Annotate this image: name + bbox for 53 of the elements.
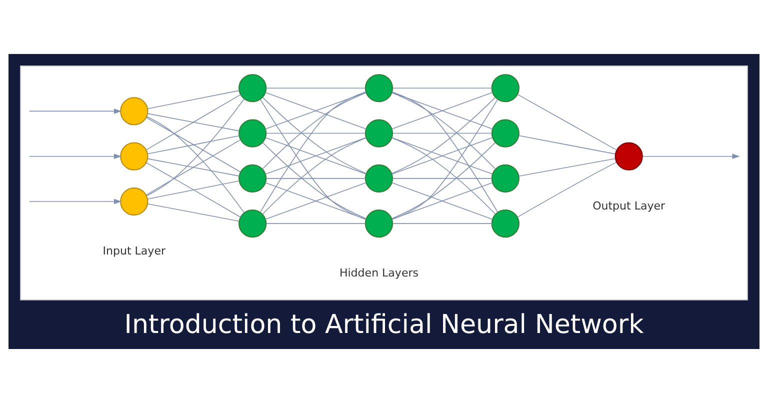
arrow [28, 198, 122, 204]
node-circle [238, 164, 267, 192]
node-circle [364, 118, 394, 147]
node-circle [491, 74, 520, 102]
connector [146, 138, 241, 195]
node-circle [120, 186, 148, 216]
connector [392, 92, 493, 129]
label: Input Layer [102, 244, 166, 257]
connector [392, 136, 493, 174]
node-circle [491, 164, 520, 192]
connector [147, 112, 240, 131]
connector [147, 180, 240, 199]
connector [518, 134, 616, 154]
node-circle [238, 74, 267, 102]
label: Hidden Layers [339, 266, 419, 280]
connector [265, 92, 366, 129]
connector [265, 136, 366, 174]
connector [518, 158, 616, 176]
connector [146, 116, 241, 172]
arrow [642, 153, 740, 159]
connector [147, 134, 240, 154]
connector [266, 87, 366, 88]
diagram-title: Introduction to Artificial Neural Network [124, 309, 644, 340]
connector [392, 132, 492, 134]
connector [266, 222, 366, 224]
node-circle [364, 209, 394, 238]
node-circle [238, 118, 267, 147]
connector [146, 116, 245, 213]
node-circle [238, 209, 267, 238]
node-circle [491, 209, 520, 238]
node-circle [364, 74, 394, 102]
label: Output Layer [592, 198, 666, 212]
connector [146, 94, 241, 150]
connector [392, 222, 492, 224]
connector [392, 87, 492, 88]
connector [146, 98, 244, 196]
arrow [28, 153, 122, 159]
connector [266, 132, 366, 134]
connector [517, 161, 617, 218]
connector [147, 158, 240, 176]
node-circle [120, 96, 148, 125]
arrow [28, 108, 122, 114]
node-circle [614, 142, 643, 170]
connector [146, 162, 241, 218]
node-circle [120, 142, 148, 170]
node-circle [491, 118, 520, 147]
connector [392, 182, 493, 220]
connector [147, 90, 240, 109]
connector [265, 182, 366, 220]
connector [517, 94, 618, 150]
cluster [20, 65, 748, 300]
connector [147, 202, 240, 222]
node-circle [364, 164, 394, 192]
